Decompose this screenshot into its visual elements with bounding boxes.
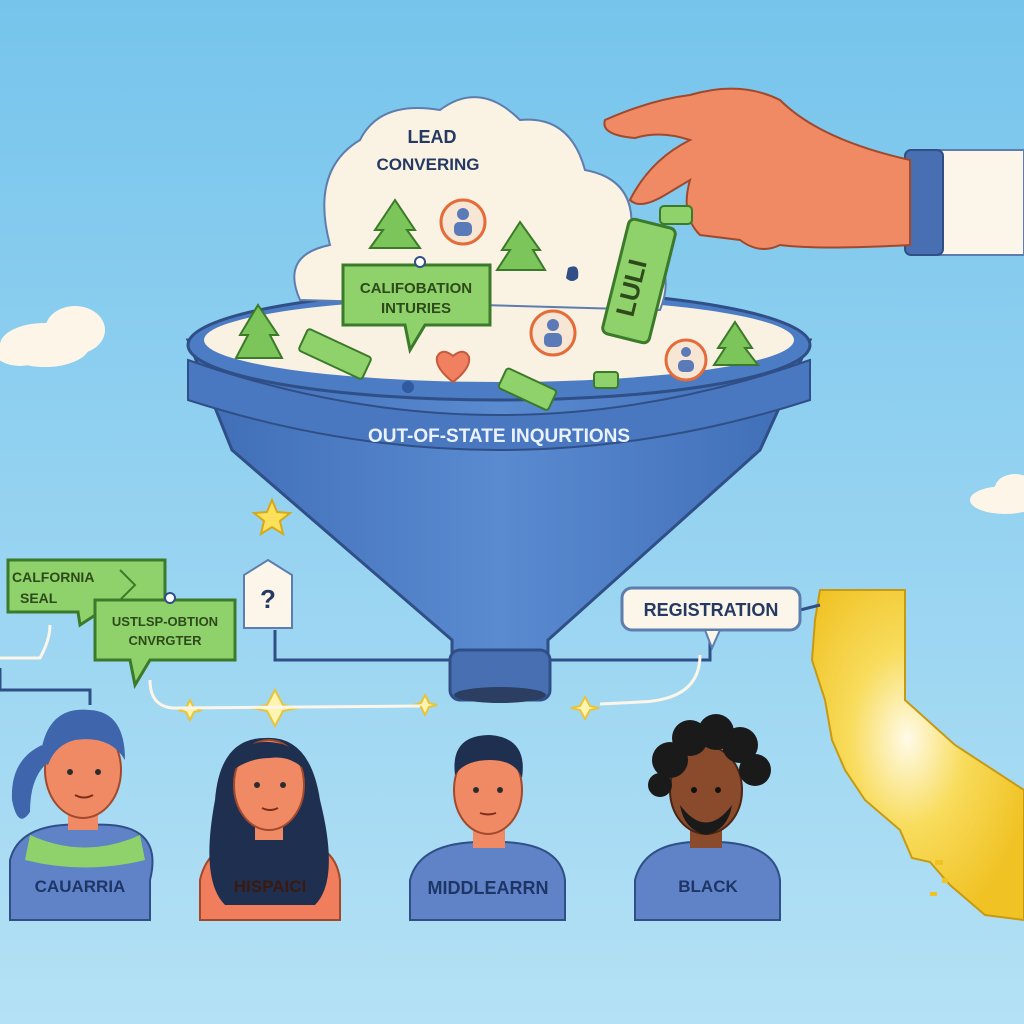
registration-label: REGISTRATION bbox=[644, 600, 779, 620]
person-4-label: BLACK bbox=[678, 877, 738, 896]
left-cloud bbox=[0, 306, 105, 367]
funnel-band-label: OUT-OF-STATE INQURTIONS bbox=[368, 426, 630, 447]
person-badge-icon bbox=[439, 198, 708, 382]
california-shape bbox=[810, 589, 1024, 922]
hand-icon bbox=[603, 87, 1024, 256]
converter-tag bbox=[93, 592, 237, 690]
converter-line2: CNVRGTER bbox=[129, 633, 203, 648]
green-tag bbox=[298, 328, 619, 411]
inquiries-line1: CALIFOBATION bbox=[360, 280, 472, 297]
person-1 bbox=[9, 709, 154, 921]
inquiries-line2: INTURIES bbox=[381, 300, 451, 317]
person-3 bbox=[409, 735, 566, 921]
tree-icon bbox=[234, 198, 761, 366]
registration-box bbox=[620, 586, 802, 651]
converter-line1: USTLSP-OBTION bbox=[112, 614, 218, 629]
california-fragments bbox=[930, 860, 948, 896]
hand-tag bbox=[601, 205, 693, 345]
star-icon bbox=[251, 497, 293, 537]
person-2 bbox=[199, 737, 341, 921]
inquiries-bubble bbox=[341, 256, 492, 355]
person-4 bbox=[634, 714, 781, 921]
blue-dot bbox=[402, 381, 414, 393]
person-2-label: HISPAICI bbox=[234, 877, 306, 896]
california-seal-line2: SEAL bbox=[20, 590, 58, 606]
right-cloud bbox=[970, 474, 1024, 514]
cloud-label-line1: LEAD bbox=[408, 127, 457, 147]
heart-icon bbox=[435, 350, 471, 384]
question-mark: ? bbox=[260, 584, 276, 614]
person-3-label: MIDDLEARRN bbox=[428, 878, 549, 898]
person-1-label: CAUARRIA bbox=[35, 877, 126, 896]
question-tag bbox=[243, 558, 293, 629]
blue-drop-icon bbox=[566, 266, 579, 281]
cloud-label-line2: CONVERING bbox=[377, 155, 480, 174]
connector-lines bbox=[0, 603, 821, 710]
california-seal-line1: CALFORNIA bbox=[12, 569, 94, 585]
